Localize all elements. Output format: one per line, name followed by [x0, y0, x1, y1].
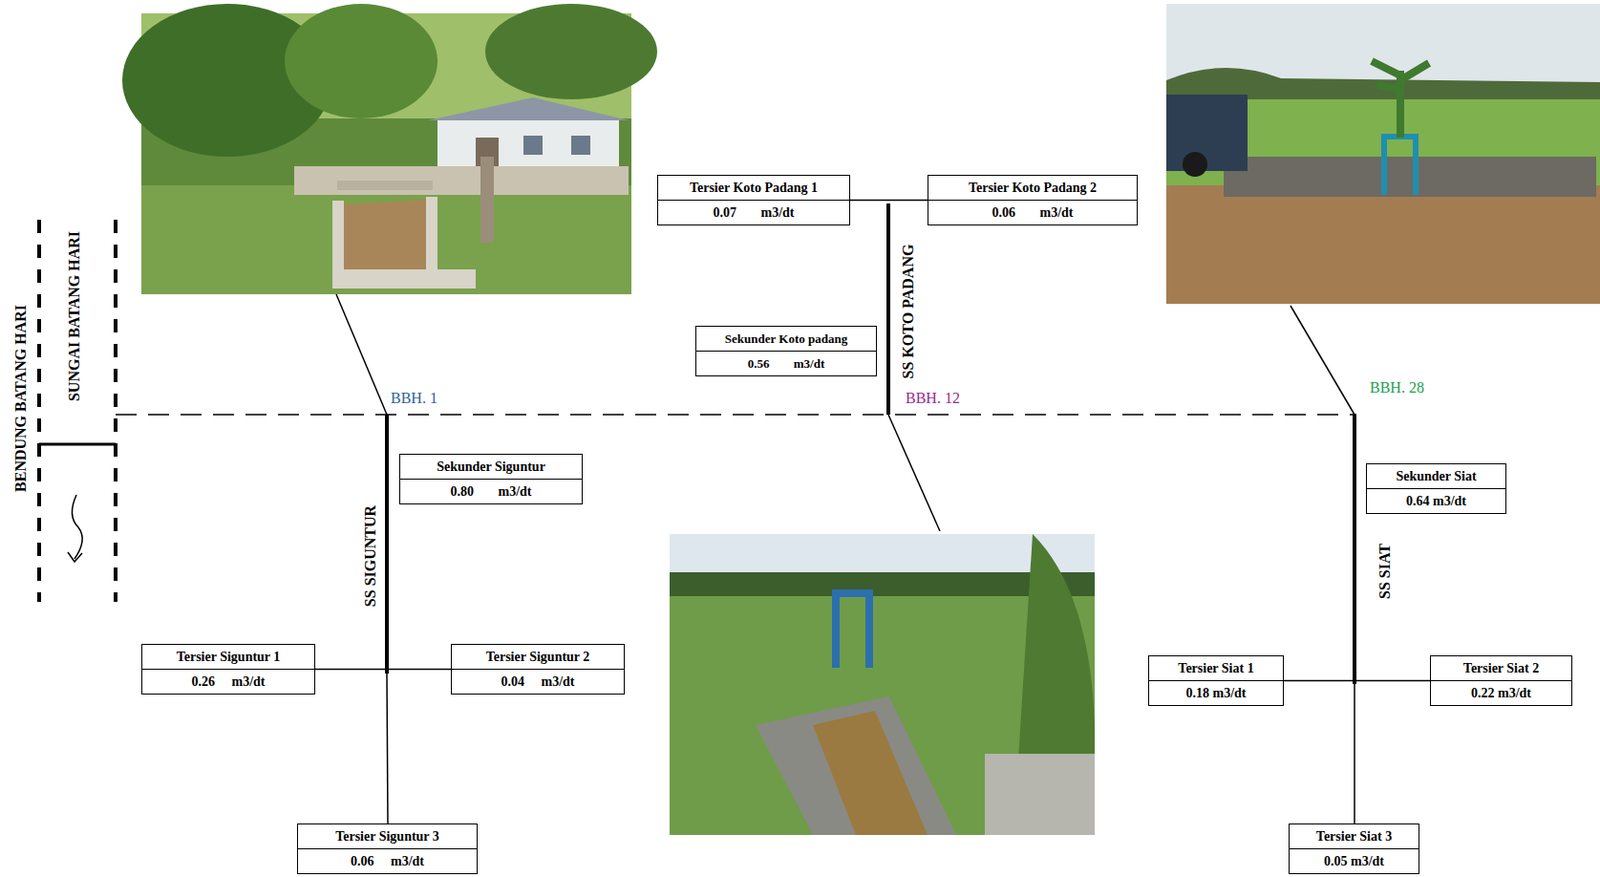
discharge-cell: 0.18 m3/dt — [1149, 680, 1283, 705]
canal-name: Tersier Siat 3 — [1316, 829, 1392, 844]
name-cell: Tersier Siguntur 1 — [142, 644, 315, 669]
discharge-cell: 0.80 m3/dt — [400, 478, 582, 504]
primary-channel — [115, 413, 1357, 416]
canal-box: Tersier Siat 2 0.22 m3/dt — [1429, 655, 1573, 706]
canal-name: Tersier Siat 1 — [1177, 661, 1254, 676]
canal-name: Tersier Siguntur 2 — [486, 649, 591, 664]
discharge-cell: 0.06 m3/dt — [928, 199, 1137, 225]
canal-box: Sekunder Siat 0.64 m3/dt — [1365, 463, 1507, 514]
canal-name: Tersier Koto Padang 2 — [968, 180, 1097, 195]
structure-code: BBH. 28 — [1369, 379, 1425, 397]
channel-name: SS KOTO PADANG — [899, 244, 918, 380]
discharge-value: 0.04 m3/dt — [501, 674, 576, 689]
discharge-cell: 0.07 m3/dt — [658, 199, 850, 225]
name-cell: Tersier Siguntur 2 — [451, 644, 624, 669]
canal-name: Sekunder Siguntur — [436, 459, 546, 474]
discharge-cell: 0.05 m3/dt — [1289, 848, 1419, 874]
discharge-value: 0.80 m3/dt — [450, 484, 533, 499]
structure-code: BBH. 12 — [905, 389, 960, 407]
structure-code: BBH. 1 — [390, 389, 438, 407]
name-cell: Tersier Koto Padang 2 — [928, 175, 1137, 200]
canal-box: Tersier Siat 1 0.18 m3/dt — [1148, 655, 1284, 706]
canal-name: Sekunder Siat — [1395, 469, 1476, 484]
canal-name: Tersier Siguntur 3 — [335, 829, 440, 844]
canal-name: Sekunder Koto padang — [725, 331, 848, 346]
canal-box: Tersier Siguntur 3 0.06 m3/dt — [297, 823, 478, 875]
discharge-value: 0.18 m3/dt — [1186, 685, 1247, 701]
canal-box: Tersier Siat 3 0.05 m3/dt — [1288, 823, 1420, 875]
photo-leader-lines — [336, 294, 1355, 532]
secondary-channels — [386, 203, 1355, 826]
name-cell: Tersier Siat 2 — [1430, 656, 1572, 681]
canal-name: Tersier Siguntur 1 — [176, 649, 281, 664]
discharge-cell: 0.06 m3/dt — [298, 848, 477, 874]
name-cell: Tersier Siat 3 — [1289, 824, 1419, 849]
tertiary-connector — [1283, 680, 1430, 683]
discharge-value: 0.06 m3/dt — [992, 205, 1074, 220]
canal-box: Tersier Siguntur 1 0.26 m3/dt — [141, 643, 316, 695]
name-cell: Tersier Siat 1 — [1149, 656, 1283, 681]
canal-name: Tersier Siat 2 — [1463, 661, 1539, 676]
name-cell: Sekunder Siat — [1366, 464, 1506, 489]
photo-siat — [1166, 3, 1600, 304]
photo-koto-padang — [669, 533, 1095, 835]
name-cell: Tersier Siguntur 3 — [298, 824, 477, 849]
discharge-cell: 0.64 m3/dt — [1366, 488, 1506, 513]
canal-name: Tersier Koto Padang 1 — [689, 180, 818, 195]
canal-box: Sekunder Koto padang 0.56 m3/dt — [695, 325, 877, 377]
canal-box: Tersier Koto Padang 1 0.07 m3/dt — [657, 174, 851, 226]
name-cell: Tersier Koto Padang 1 — [658, 175, 850, 200]
discharge-value: 0.06 m3/dt — [350, 853, 425, 869]
channel-name: SS SIAT — [1376, 543, 1394, 599]
discharge-value: 0.64 m3/dt — [1406, 493, 1467, 509]
channel-name: SS SIGUNTUR — [362, 505, 380, 607]
discharge-value: 0.07 m3/dt — [713, 205, 795, 220]
weir-label: BENDUNG BATANG HARI — [12, 304, 30, 492]
bendung-symbol — [39, 219, 116, 602]
discharge-cell: 0.56 m3/dt — [696, 350, 876, 376]
river-label: SUNGAI BATANG HARI — [65, 231, 84, 402]
photo-siguntur — [122, 3, 658, 295]
canal-box: Sekunder Siguntur 0.80 m3/dt — [399, 453, 583, 505]
discharge-value: 0.56 m3/dt — [747, 356, 826, 371]
discharge-value: 0.22 m3/dt — [1471, 685, 1532, 701]
tertiary-connector — [850, 199, 928, 202]
discharge-cell: 0.26 m3/dt — [142, 668, 315, 694]
discharge-cell: 0.22 m3/dt — [1430, 680, 1572, 705]
tertiary-connector — [315, 668, 451, 671]
discharge-value: 0.26 m3/dt — [192, 674, 266, 689]
canal-box: Tersier Koto Padang 2 0.06 m3/dt — [927, 174, 1138, 226]
discharge-value: 0.05 m3/dt — [1323, 853, 1385, 869]
name-cell: Sekunder Siguntur — [400, 454, 582, 479]
discharge-cell: 0.04 m3/dt — [451, 668, 624, 694]
canal-box: Tersier Siguntur 2 0.04 m3/dt — [450, 643, 625, 695]
name-cell: Sekunder Koto padang — [696, 326, 876, 351]
